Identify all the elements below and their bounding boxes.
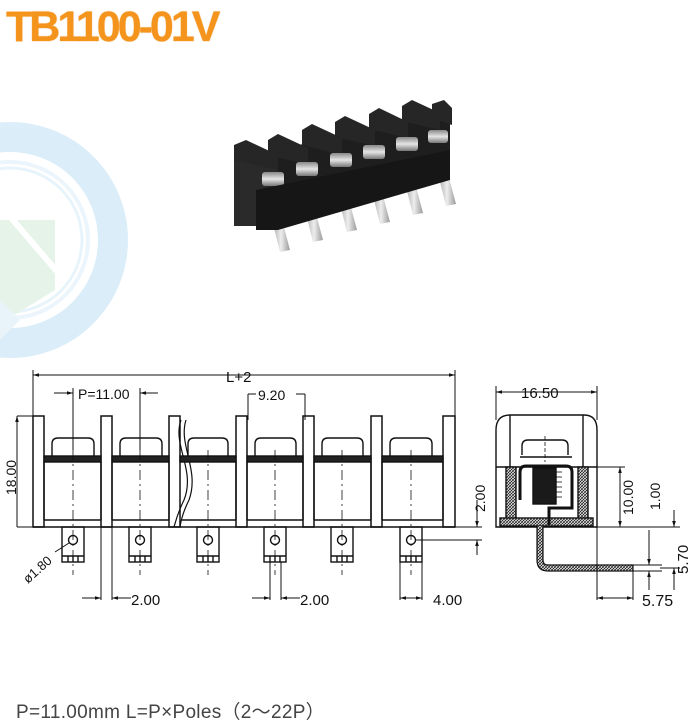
terminal-screws [262, 130, 448, 186]
pole-1 [43, 437, 102, 575]
terminal-barriers [234, 100, 452, 170]
dim-hole-offset: 2.00 [472, 485, 488, 512]
front-view-poles [43, 437, 482, 600]
dim-pin-extension: 5.75 [642, 593, 673, 610]
dim-pin-drop: 5.70 [675, 545, 691, 574]
spec-footer: P=11.00mm L=P×Poles（2～22P） [16, 702, 325, 723]
side-view [495, 386, 680, 600]
product-title: TB1100-01V [6, 3, 220, 51]
pole-3 [179, 437, 237, 575]
dim-inner-height: 10.00 [620, 480, 636, 515]
pole-6 [381, 437, 444, 575]
dim-overall-length: L+2 [226, 369, 251, 386]
pole-2 [111, 437, 170, 575]
dim-barrier-gap: 9.20 [258, 387, 285, 403]
dim-hole-diameter: ø1.80 [20, 553, 55, 586]
dim-pin-width-2: 2.00 [300, 592, 329, 609]
dim-pin-width-1: 2.00 [131, 592, 160, 609]
pole-4 [246, 437, 304, 575]
dim-pin-thickness: 1.00 [647, 483, 663, 510]
dim-side-width: 16.50 [521, 385, 559, 402]
dim-height: 18.00 [3, 460, 19, 495]
dim-pitch: P=11.00 [78, 386, 130, 402]
watermark-logo [0, 122, 128, 358]
pole-5 [313, 437, 372, 575]
product-photo [234, 100, 456, 252]
dim-pin-tab: 4.00 [433, 592, 462, 609]
